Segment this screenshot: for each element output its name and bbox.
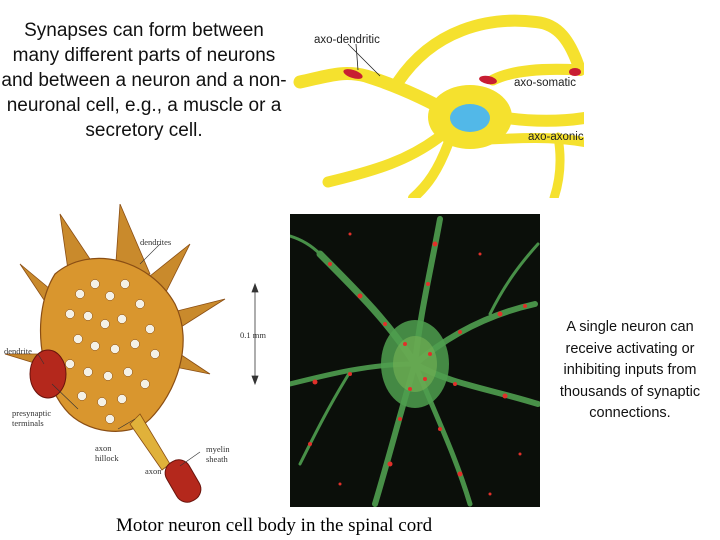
label-sheath: sheath (206, 454, 228, 464)
label-axo-somatic: axo-somatic (514, 77, 576, 89)
label-axon-hillock-1: axon (95, 443, 112, 453)
intro-paragraph: Synapses can form between many different… (1, 20, 287, 141)
label-presynaptic: presynaptic (12, 408, 51, 418)
synapse-types-diagram: axo-dendritic axo-somatic serial axo-axo… (288, 10, 584, 198)
figure-caption: Motor neuron cell body in the spinal cor… (116, 515, 433, 536)
side-note-text: A single neuron can receive activating o… (559, 319, 701, 421)
motor-neuron-illustration: dendrites dendrite 0.1 mm presynaptic te… (0, 204, 288, 510)
label-scale: 0.1 mm (240, 330, 266, 340)
label-axo-axonic: axo-axonic (528, 131, 584, 143)
label-axo-dendritic: axo-dendritic (314, 34, 380, 46)
label-dendrite: dendrite (4, 346, 32, 356)
label-myelin: myelin (206, 444, 230, 454)
label-axon: axon (145, 466, 162, 476)
label-axon-hillock-2: hillock (95, 453, 119, 463)
fluorescence-micrograph (290, 214, 540, 507)
label-dendrites: dendrites (140, 237, 171, 247)
label-terminals: terminals (12, 418, 44, 428)
